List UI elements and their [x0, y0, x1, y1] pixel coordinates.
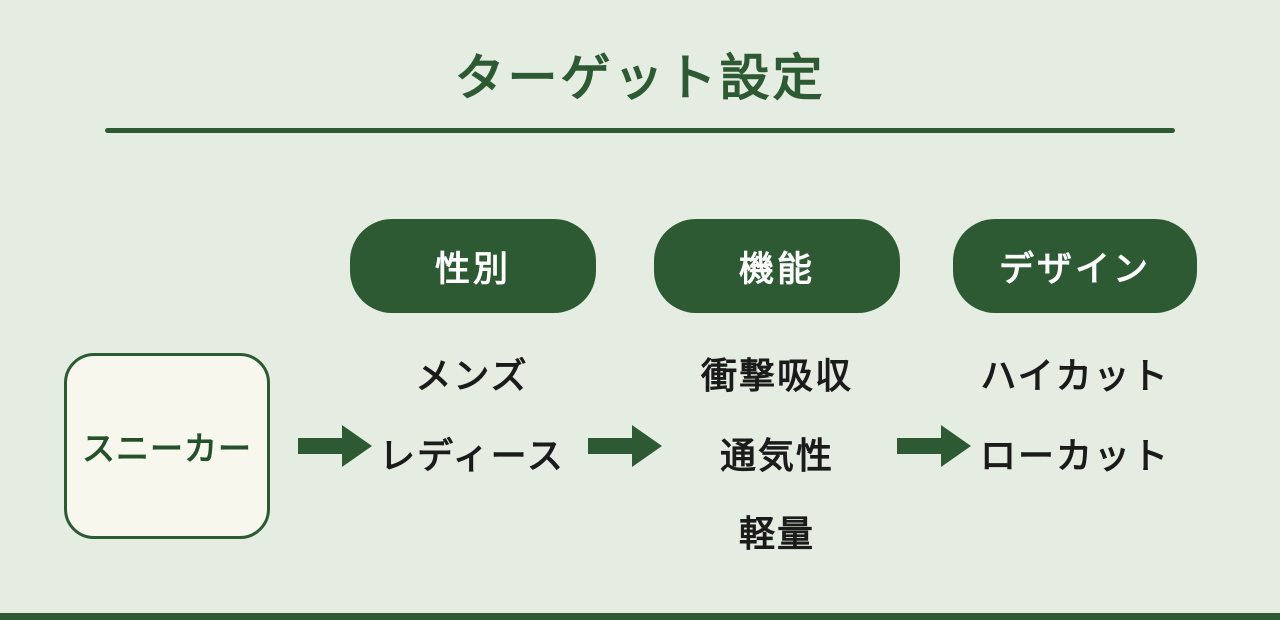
page-title: ターゲット設定: [454, 49, 826, 107]
column-header-gender: 性別: [350, 219, 596, 313]
right-arrow-icon: [588, 425, 662, 467]
source-node: スニーカー: [64, 353, 270, 539]
source-node-label: スニーカー: [82, 429, 252, 468]
item-breathability: 通気性: [719, 436, 834, 477]
column-header-function: 機能: [654, 219, 900, 313]
right-arrow-icon: [897, 425, 971, 467]
item-mens: メンズ: [415, 356, 529, 397]
column-header-design: デザイン: [953, 219, 1197, 313]
title-underline: [105, 128, 1175, 133]
item-ladies: レディース: [379, 436, 565, 477]
item-low-cut: ローカット: [979, 436, 1170, 477]
item-shock-absorption: 衝撃吸収: [700, 356, 853, 397]
item-lightweight: 軽量: [738, 514, 815, 555]
right-arrow-icon: [298, 425, 372, 467]
item-high-cut: ハイカット: [980, 356, 1170, 397]
bottom-edge-bar: [0, 613, 1280, 620]
